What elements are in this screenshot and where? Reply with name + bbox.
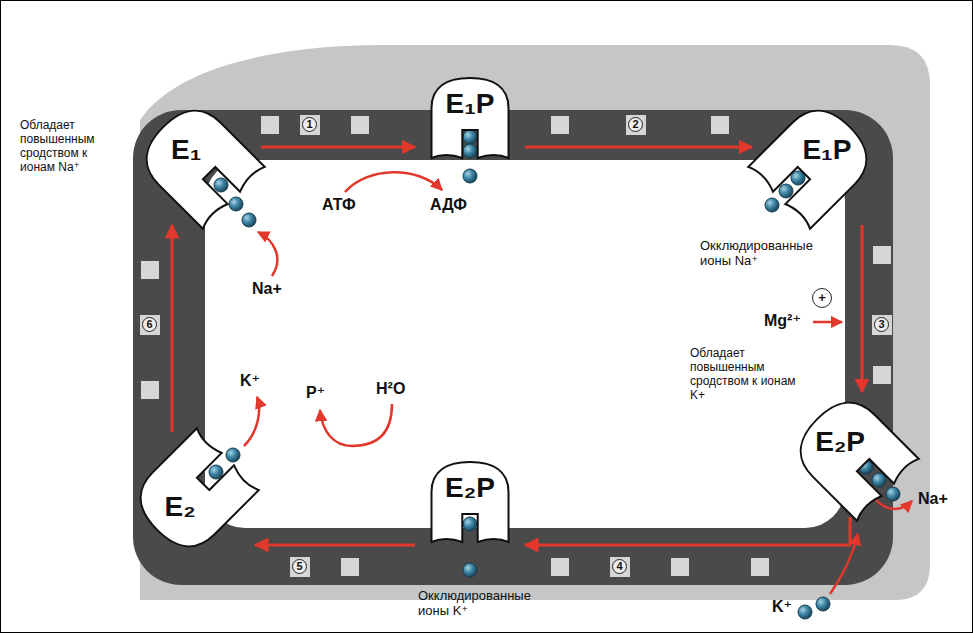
annotation-label: Mg²⁺ (764, 312, 801, 331)
reaction-arrow (525, 146, 752, 149)
callout-number: 4 (612, 559, 627, 574)
reaction-arrow (171, 225, 174, 432)
enzyme-state: E₂ (130, 432, 255, 557)
enzyme-state: E₂P (790, 392, 915, 517)
enzyme-outline (786, 388, 919, 521)
annotation-label: Окклюдированные ионы Na⁺ (700, 238, 840, 269)
enzyme-shape (415, 452, 525, 552)
state-label: E₂P (815, 428, 865, 456)
enzyme-state: E₂P (415, 452, 525, 552)
state-label: E₁P (802, 136, 851, 164)
reaction-arrow (255, 544, 415, 547)
enzyme-state: E₁P (415, 68, 525, 168)
annotation-label: АТФ (322, 196, 356, 215)
state-label: E₁ (171, 136, 201, 164)
state-label: E₂P (445, 474, 495, 502)
state-label: E₂ (165, 493, 196, 521)
annotation-label: Na+ (918, 490, 948, 509)
callout-box: 1 (300, 115, 320, 135)
enzyme-outline (432, 78, 509, 158)
callout-number: 2 (628, 117, 643, 132)
enzyme-shape (415, 68, 525, 168)
callout-box: 5 (290, 557, 310, 577)
enzyme-outline (748, 96, 881, 229)
callout-box: 6 (140, 315, 160, 335)
annotation-label: Обладает повышенным сродством к ионам Na… (20, 118, 120, 175)
callout-box: 3 (872, 315, 892, 335)
reaction-arrow (261, 146, 415, 149)
annotation-label: + (812, 288, 832, 308)
callout-number: 5 (292, 559, 307, 574)
annotation-label: Окклюдированные ионы K⁺ (418, 588, 558, 619)
annotation-label: АДФ (430, 196, 467, 215)
cell-interior (205, 160, 845, 528)
callout-number: 1 (302, 117, 317, 132)
annotation-label: K⁺ (772, 598, 792, 617)
callout-number: 6 (142, 317, 157, 332)
callout-box: 2 (626, 115, 646, 135)
callout-number: 3 (874, 317, 889, 332)
annotation-label: Обладает повышенным сродством к ионам K+ (690, 346, 808, 403)
enzyme-outline (126, 428, 259, 561)
enzyme-state: E₁P (752, 100, 877, 225)
annotation-label: H²O (376, 380, 405, 399)
enzyme-outline (432, 462, 509, 542)
enzyme-state: E₁ (136, 100, 261, 225)
annotation-label: Na+ (252, 280, 282, 299)
callout-box: 4 (610, 557, 630, 577)
annotation-label: K⁺ (240, 372, 260, 391)
enzyme-outline (132, 96, 265, 229)
reaction-arrow (861, 225, 864, 392)
ion-flow-arrows (244, 172, 912, 594)
annotation-label: P⁺ (306, 384, 325, 403)
state-label: E₁P (446, 90, 495, 118)
reaction-arrow (525, 517, 850, 545)
